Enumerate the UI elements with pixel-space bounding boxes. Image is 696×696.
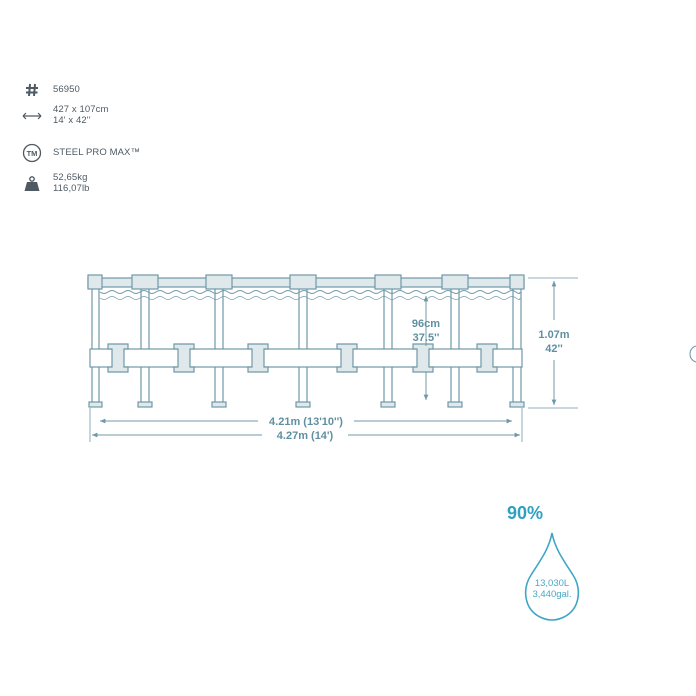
inner-width-label: 4.21m (13'10''): [269, 416, 343, 428]
weight-icon: [20, 172, 44, 196]
trademark-icon: TM: [20, 141, 44, 165]
outer-width-label: 4.27m (14'): [277, 430, 334, 442]
double-arrow-icon: [20, 104, 44, 128]
height-m: 1.07m: [538, 329, 569, 341]
spec-model: 56950: [20, 78, 80, 102]
outer-width-extension-lines: [89, 408, 523, 442]
top-connectors: [87, 274, 525, 290]
water-depth-cm: 96cm: [412, 318, 440, 330]
height-extension-lines: [528, 277, 578, 409]
water-drop-icon: [518, 531, 586, 623]
liner-edge: [99, 290, 521, 294]
spec-weight: 52,65kg 116,07lb: [20, 172, 90, 196]
model-number: 56950: [53, 84, 80, 95]
capacity-liters: 13,030L: [534, 578, 570, 589]
size-imperial: 14' x 42'': [53, 115, 91, 126]
capacity-percent: 90%: [506, 503, 544, 523]
liner-edge-lower: [99, 296, 521, 300]
hash-icon: [20, 78, 44, 102]
water-depth-in: 37.5'': [413, 332, 440, 344]
pool-legs: [91, 289, 522, 404]
weight-imperial: 116,07lb: [53, 183, 90, 194]
svg-text:TM: TM: [27, 149, 38, 158]
spec-frame: TM STEEL PRO MAX™: [20, 141, 140, 165]
belt-band: [89, 348, 523, 368]
edge-circle-fragment: [689, 345, 696, 363]
belt-clamps: [107, 343, 498, 373]
size-metric: 427 x 107cm: [53, 104, 109, 115]
spec-size: 427 x 107cm 14' x 42'': [20, 104, 109, 128]
leg-feet: [88, 401, 525, 408]
frame-name: STEEL PRO MAX™: [53, 147, 141, 158]
height-in: 42'': [545, 343, 563, 355]
weight-metric: 52,65kg: [53, 172, 88, 183]
capacity-gallons: 3,440gal.: [532, 589, 572, 600]
